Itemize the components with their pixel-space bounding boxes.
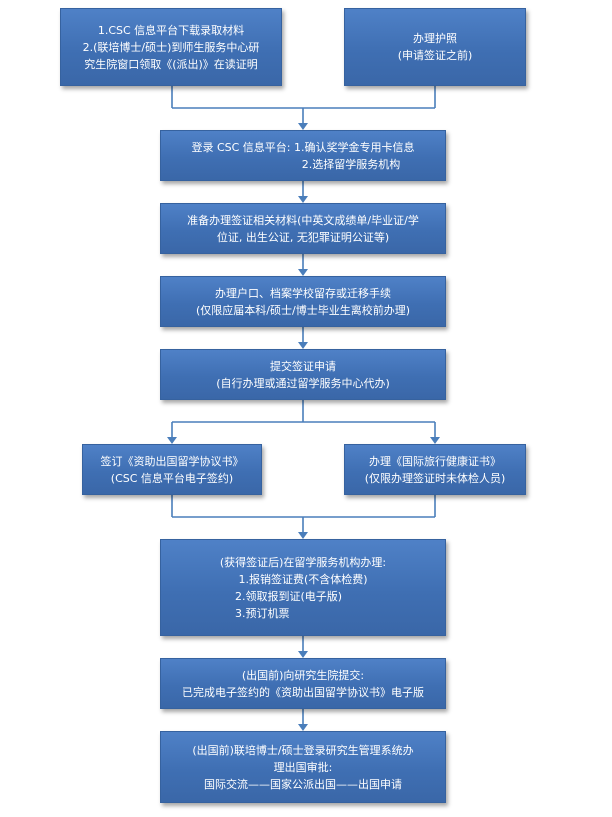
after-visa-line-1: (获得签证后)在留学服务机构办理: bbox=[219, 555, 387, 569]
passport-box: 办理护照 (申请签证之前) bbox=[344, 8, 526, 86]
hukou-line-1: 办理户口、档案学校留存或迁移手续 bbox=[215, 286, 391, 300]
health-cert-box: 办理《国际旅行健康证书》 (仅限办理签证时未体检人员) bbox=[344, 444, 526, 495]
visa-submit-box: 提交签证申请 (自行办理或通过留学服务中心代办) bbox=[160, 349, 446, 400]
arrowhead-agreement bbox=[167, 437, 177, 444]
csc-download-line-3: 究生院窗口领取《(派出)》在读证明 bbox=[84, 57, 258, 71]
approval-line-3: 国际交流——国家公派出国——出国申请 bbox=[204, 777, 402, 791]
after-visa-box: (获得签证后)在留学服务机构办理: 1.报销签证费(不含体检费) 2.领取报到证… bbox=[160, 539, 446, 636]
agreement-box: 签订《资助出国留学协议书》 (CSC 信息平台电子签约) bbox=[82, 444, 262, 495]
arrowhead-materials bbox=[298, 196, 308, 203]
after-visa-line-2: 1.报销签证费(不含体检费) bbox=[238, 572, 368, 586]
arrowhead-submitgrad bbox=[298, 651, 308, 658]
submit-grad-box: (出国前)向研究生院提交: 已完成电子签约的《资助出国留学协议书》电子版 bbox=[160, 658, 446, 709]
arrowhead-login bbox=[298, 123, 308, 130]
agreement-line-2: (CSC 信息平台电子签约) bbox=[110, 471, 234, 485]
arrowhead-health bbox=[430, 437, 440, 444]
hukou-line-2: (仅限应届本科/硕士/博士毕业生离校前办理) bbox=[196, 303, 410, 317]
submit-grad-line-2: 已完成电子签约的《资助出国留学协议书》电子版 bbox=[182, 685, 424, 699]
csc-login-line-2: 2.选择留学服务机构 bbox=[301, 157, 401, 171]
csc-download-line-1: 1.CSC 信息平台下载录取材料 bbox=[97, 23, 245, 37]
passport-line-1: 办理护照 bbox=[413, 32, 457, 45]
agreement-line-1: 签订《资助出国留学协议书》 bbox=[100, 454, 244, 468]
csc-download-line-2: 2.(联培博士/硕士)到师生服务中心研 bbox=[82, 40, 260, 54]
visa-submit-line-1: 提交签证申请 bbox=[270, 359, 336, 373]
passport-line-2: (申请签证之前) bbox=[397, 49, 473, 62]
arrowhead-submit bbox=[298, 342, 308, 349]
arrowhead-approval bbox=[298, 724, 308, 731]
approval-line-2: 理出国审批: bbox=[273, 760, 333, 774]
csc-login-box: 登录 CSC 信息平台: 1.确认奖学金专用卡信息 2.选择留学服务机构 bbox=[160, 130, 446, 181]
visa-materials-box: 准备办理签证相关材料(中英文成绩单/毕业证/学 位证, 出生公证, 无犯罪证明公… bbox=[160, 203, 446, 254]
arrowhead-after bbox=[298, 532, 308, 539]
approval-box: (出国前)联培博士/硕士登录研究生管理系统办 理出国审批: 国际交流——国家公派… bbox=[160, 731, 446, 803]
csc-login-line-1: 登录 CSC 信息平台: 1.确认奖学金专用卡信息 bbox=[191, 140, 415, 154]
arrowhead-hukou bbox=[298, 269, 308, 276]
visa-submit-line-2: (自行办理或通过留学服务中心代办) bbox=[216, 376, 390, 390]
csc-download-box: 1.CSC 信息平台下载录取材料 2.(联培博士/硕士)到师生服务中心研 究生院… bbox=[60, 8, 282, 86]
after-visa-line-4: 3.预订机票 bbox=[235, 606, 290, 620]
submit-grad-line-1: (出国前)向研究生院提交: bbox=[241, 668, 365, 682]
approval-line-1: (出国前)联培博士/硕士登录研究生管理系统办 bbox=[192, 743, 414, 757]
after-visa-line-3: 2.领取报到证(电子版) bbox=[235, 589, 343, 603]
hukou-box: 办理户口、档案学校留存或迁移手续 (仅限应届本科/硕士/博士毕业生离校前办理) bbox=[160, 276, 446, 327]
visa-materials-line-1: 准备办理签证相关材料(中英文成绩单/毕业证/学 bbox=[187, 213, 419, 227]
health-cert-line-1: 办理《国际旅行健康证书》 bbox=[369, 454, 501, 468]
health-cert-line-2: (仅限办理签证时未体检人员) bbox=[364, 471, 506, 485]
visa-materials-line-2: 位证, 出生公证, 无犯罪证明公证等) bbox=[216, 230, 390, 244]
